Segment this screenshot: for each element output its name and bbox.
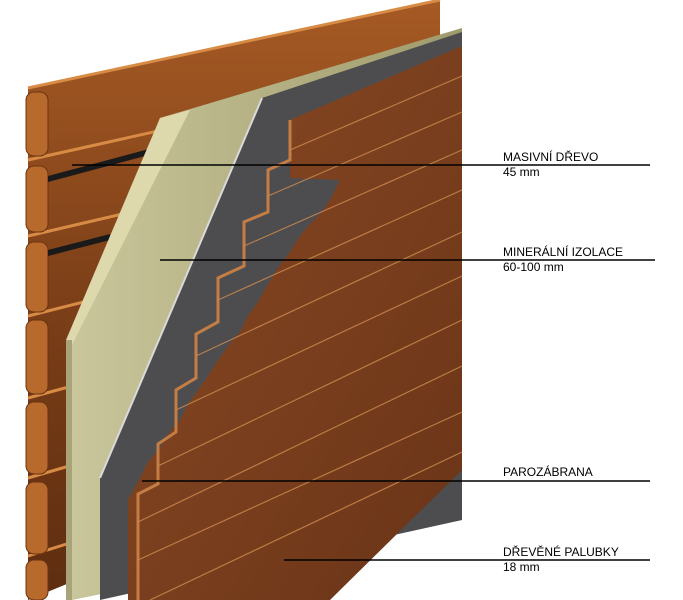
leader-lines — [72, 164, 655, 561]
label-solid-wood-name: MASIVNÍ DŘEVO — [503, 150, 599, 164]
wood-paneling-layer — [128, 46, 463, 600]
label-vapor-barrier-name: PAROZÁBRANA — [503, 465, 593, 479]
label-paneling-thickness: 18 mm — [503, 560, 540, 574]
label-vapor-barrier: PAROZÁBRANA — [503, 465, 593, 480]
label-insulation-thickness: 60-100 mm — [503, 260, 564, 274]
label-solid-wood: MASIVNÍ DŘEVO 45 mm — [503, 150, 598, 180]
label-insulation: MINERÁLNÍ IZOLACE 60-100 mm — [503, 245, 623, 275]
label-solid-wood-thickness: 45 mm — [503, 165, 540, 179]
label-paneling-name: DŘEVĚNÉ PALUBKY — [503, 545, 619, 559]
label-paneling: DŘEVĚNÉ PALUBKY 18 mm — [503, 545, 619, 575]
label-insulation-name: MINERÁLNÍ IZOLACE — [503, 245, 624, 259]
